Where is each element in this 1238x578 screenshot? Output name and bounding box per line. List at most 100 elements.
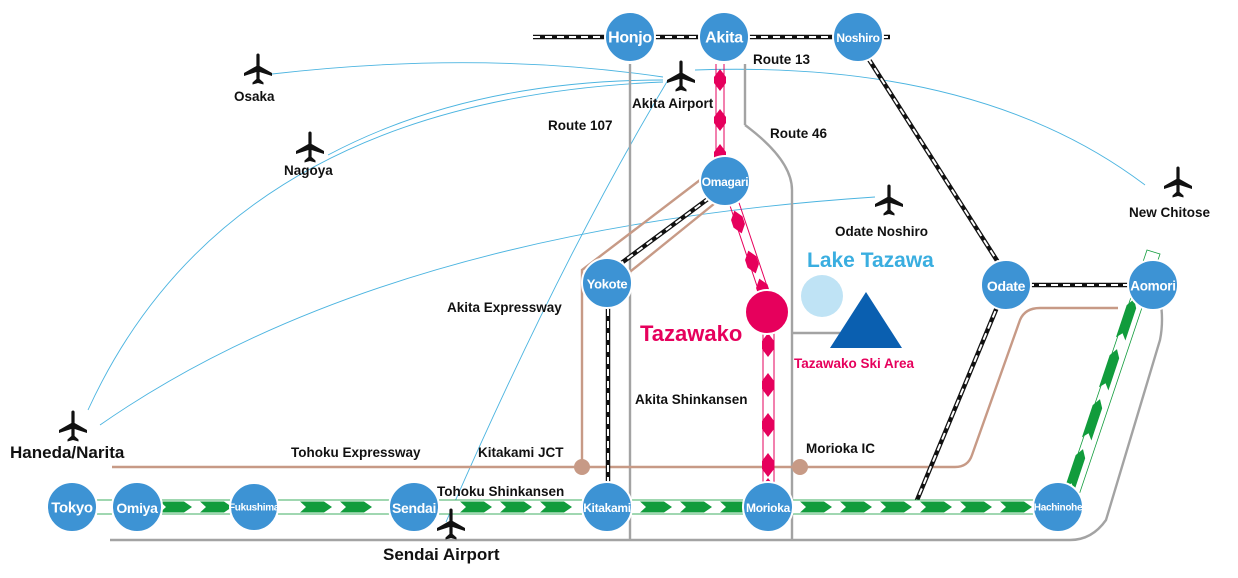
- direction-arrow: [840, 501, 872, 513]
- direction-arrow: [714, 69, 726, 91]
- airport-label-odate-noshiro: Odate Noshiro: [835, 224, 928, 239]
- station-label-fukushima: Fukushima: [229, 503, 280, 514]
- akita-expressway-label: Akita Expressway: [447, 300, 562, 315]
- direction-arrow: [960, 501, 992, 513]
- airplane-icon: [1164, 166, 1192, 198]
- route-46-label: Route 46: [770, 126, 828, 141]
- airport-label-akita: Akita Airport: [632, 96, 714, 111]
- morioka-ic-label: Morioka IC: [806, 441, 875, 456]
- direction-arrow: [762, 453, 774, 477]
- lake-icon: [801, 275, 843, 317]
- station-circle[interactable]: [581, 257, 633, 309]
- station-odate[interactable]: Odate: [980, 259, 1032, 311]
- airplane-icon: [244, 53, 272, 85]
- air-routes: [87, 62, 1146, 523]
- station-label-sendai: Sendai: [392, 500, 436, 516]
- station-aomori[interactable]: Aomori: [1127, 259, 1179, 311]
- direction-arrow: [762, 413, 774, 437]
- kitakami-jct-dot: [574, 459, 590, 475]
- station-circle[interactable]: [699, 155, 751, 207]
- station-honjo[interactable]: Honjo: [604, 11, 656, 63]
- air-route-osaka: [271, 62, 664, 78]
- station-omagari[interactable]: Omagari: [699, 155, 751, 207]
- air-route-sendai-akita: [445, 79, 669, 523]
- station-yokote[interactable]: Yokote: [581, 257, 633, 309]
- tazawako-label: Tazawako: [640, 321, 742, 346]
- direction-arrow: [300, 501, 332, 513]
- direction-arrow: [640, 501, 672, 513]
- ski-area-label: Tazawako Ski Area: [794, 356, 915, 371]
- station-kitakami[interactable]: Kitakami: [581, 481, 633, 533]
- akita-shinkansen-label: Akita Shinkansen: [635, 392, 748, 407]
- station-fukushima[interactable]: Fukushima: [229, 482, 280, 532]
- direction-arrow: [920, 501, 952, 513]
- direction-arrow: [340, 501, 372, 513]
- station-label-yokote: Yokote: [587, 277, 628, 292]
- station-omiya[interactable]: Omiya: [111, 481, 163, 533]
- station-label-aomori: Aomori: [1130, 279, 1175, 294]
- airport-label-sendai: Sendai Airport: [383, 545, 500, 564]
- morioka-ic-dot: [792, 459, 808, 475]
- direction-arrow: [731, 210, 745, 234]
- airplane-icon: [667, 60, 695, 92]
- tohoku-shinkansen-label: Tohoku Shinkansen: [437, 484, 564, 499]
- direction-arrow: [680, 501, 712, 513]
- direction-arrow: [1115, 299, 1137, 341]
- station-circle[interactable]: [742, 481, 794, 533]
- station-circle[interactable]: [388, 481, 440, 533]
- station-sendai[interactable]: Sendai: [388, 481, 440, 533]
- direction-arrow: [1081, 399, 1103, 441]
- station-hachinohe[interactable]: Hachinohe: [1032, 481, 1084, 533]
- station-circle[interactable]: [46, 481, 98, 533]
- tazawako-station[interactable]: [744, 289, 790, 335]
- station-circle[interactable]: [698, 11, 750, 63]
- lake-tazawa-label: Lake Tazawa: [807, 249, 934, 272]
- station-circle[interactable]: [229, 482, 279, 532]
- mountain-icon: [830, 292, 902, 348]
- direction-arrow: [200, 501, 232, 513]
- station-morioka[interactable]: Morioka: [742, 481, 794, 533]
- station-label-morioka: Morioka: [746, 501, 791, 515]
- akita-shinkansen-line: [714, 64, 775, 505]
- direction-arrow: [745, 250, 759, 274]
- station-noshiro[interactable]: Noshiro: [832, 11, 884, 63]
- station-akita[interactable]: Akita: [698, 11, 750, 63]
- station-circle[interactable]: [111, 481, 163, 533]
- station-label-tokyo: Tokyo: [51, 500, 93, 517]
- direction-arrow: [1064, 449, 1086, 491]
- route-13-label: Route 13: [753, 52, 811, 67]
- air-route-nagoya: [327, 79, 664, 156]
- tohoku-shinkansen-line: [79, 249, 1161, 515]
- airport-label-nagoya: Nagoya: [284, 163, 333, 178]
- station-label-honjo: Honjo: [608, 30, 652, 47]
- station-circle[interactable]: [1032, 481, 1084, 533]
- airport-label-haneda-narita: Haneda/Narita: [10, 443, 125, 462]
- direction-arrow: [762, 373, 774, 397]
- airplane-icon: [296, 131, 324, 163]
- direction-arrow: [714, 109, 726, 131]
- station-label-omagari: Omagari: [702, 175, 749, 189]
- airplane-icon: [875, 184, 903, 216]
- station-label-odate: Odate: [987, 278, 1026, 294]
- station-circle[interactable]: [1127, 259, 1179, 311]
- direction-arrow: [540, 501, 572, 513]
- station-label-noshiro: Noshiro: [836, 31, 879, 45]
- kitakami-jct-label: Kitakami JCT: [478, 445, 564, 460]
- station-circle[interactable]: [581, 481, 633, 533]
- station-circle[interactable]: [980, 259, 1032, 311]
- air-route-haneda-akita: [87, 81, 664, 411]
- airplane-icon: [59, 410, 87, 442]
- airport-label-new-chitose: New Chitose: [1129, 205, 1211, 220]
- tohoku-expressway-label: Tohoku Expressway: [291, 445, 421, 460]
- direction-arrow: [800, 501, 832, 513]
- station-circle[interactable]: [832, 11, 884, 63]
- station-tokyo[interactable]: Tokyo: [46, 481, 98, 533]
- station-circle[interactable]: [604, 11, 656, 63]
- station-label-kitakami: Kitakami: [583, 501, 631, 515]
- station-label-omiya: Omiya: [116, 500, 158, 516]
- station-label-hachinohe: Hachinohe: [1034, 503, 1083, 514]
- direction-arrow: [1098, 349, 1120, 391]
- station-label-akita: Akita: [705, 30, 743, 47]
